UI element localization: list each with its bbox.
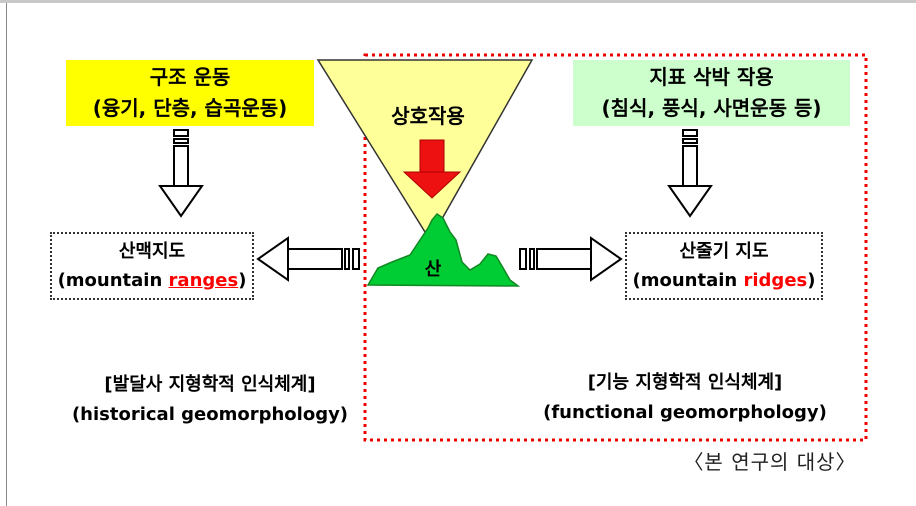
mountain-ridges-map-title: 산줄기 지도 (679, 241, 769, 262)
functional-caption-en: (functional geomorphology) (543, 402, 827, 423)
surface-denudation-box: 지표 삭박 작용 (침식, 풍식, 사면운동 등) (573, 60, 850, 126)
mountain-ranges-map-box: 산맥지도 (mountain ranges) (50, 232, 254, 300)
structural-movement-box: 구조 운동 (융기, 단층, 습곡운동) (66, 60, 314, 126)
historical-caption-ko: [발달사 지형학적 인식체계] (104, 374, 316, 395)
ridges-highlight: ridges (743, 270, 808, 291)
mountain-label: 산 (424, 259, 442, 280)
interaction-label: 상호작용 (391, 104, 465, 128)
ridges-en-prefix: (mountain (632, 270, 744, 291)
down-arrow-right (667, 129, 713, 218)
mountain-shape (366, 213, 521, 287)
study-scope-region (363, 53, 868, 442)
right-arrow (519, 236, 623, 282)
historical-caption-en: (historical geomorphology) (71, 404, 349, 425)
surface-denudation-examples: (침식, 풍식, 사면운동 등) (601, 96, 822, 120)
ranges-en-suffix: ) (238, 270, 247, 291)
frame-left-border (6, 3, 7, 506)
structural-movement-title: 구조 운동 (149, 65, 231, 89)
down-arrow-left (158, 129, 204, 218)
functional-caption-ko: [기능 지형학적 인식체계] (587, 372, 783, 393)
historical-geomorphology-caption: [발달사 지형학적 인식체계] (historical geomorpholog… (60, 370, 360, 430)
study-scope-label: 〈본 연구의 대상〉 (683, 450, 857, 474)
mountain-ranges-map-title: 산맥지도 (118, 241, 186, 262)
left-arrow (256, 236, 360, 282)
functional-geomorphology-caption: [기능 지형학적 인식체계] (functional geomorphology… (535, 368, 835, 428)
frame-top-border (0, 0, 916, 3)
mountain-ridges-map-box: 산줄기 지도 (mountain ridges) (625, 232, 823, 300)
ranges-en-prefix: (mountain (57, 270, 169, 291)
surface-denudation-title: 지표 삭박 작용 (649, 65, 774, 89)
ranges-highlight: ranges (168, 270, 239, 291)
mountain-ridges-map-subtitle: (mountain ridges) (627, 266, 821, 295)
mountain-ranges-map-subtitle: (mountain ranges) (52, 266, 252, 295)
structural-movement-examples: (융기, 단층, 습곡운동) (92, 96, 288, 120)
ridges-en-suffix: ) (807, 270, 816, 291)
red-down-arrow (402, 139, 462, 199)
